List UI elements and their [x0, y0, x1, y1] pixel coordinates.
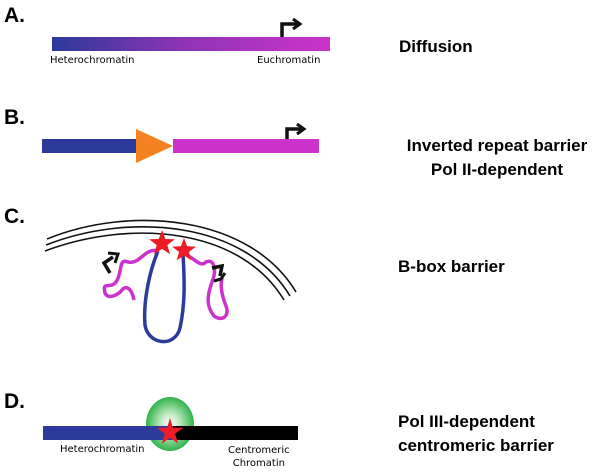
panel-b-caption: Inverted repeat barrier Pol II-dependent	[392, 134, 602, 182]
heterochromatin-loop	[142, 250, 186, 344]
panel-d-caption-line1: Pol III-dependent	[398, 412, 535, 431]
star-icon	[156, 418, 184, 444]
panel-b-heterochromatin-bar	[42, 139, 138, 153]
promoter-arrow-icon	[285, 122, 307, 139]
barrier-triangle-icon	[136, 129, 173, 163]
euchromatin-left-strand	[102, 248, 159, 301]
panel-label-d: D.	[4, 390, 25, 413]
panel-label-a: A.	[4, 4, 25, 27]
panel-a-euchromatin-label: Euchromatin	[257, 55, 321, 66]
promoter-arrow-icon	[211, 263, 227, 283]
panel-d-centromeric-bar	[173, 426, 298, 440]
panel-d-heterochromatin-label: Heterochromatin	[60, 444, 145, 455]
star-icon	[149, 230, 175, 255]
panel-d-centromeric-label-line2: Chromatin	[232, 458, 285, 469]
panel-d-centromeric-label-line1: Centromeric	[228, 445, 290, 456]
panel-b-caption-line1: Inverted repeat barrier	[406, 136, 588, 155]
panel-d-caption-line2: centromeric barrier	[398, 436, 554, 455]
panel-d-centromeric-label: Centromeric Chromatin	[228, 444, 290, 470]
panel-d-heterochromatin-bar	[43, 426, 173, 440]
star-icon	[172, 238, 196, 261]
promoter-arrow-icon	[101, 251, 121, 274]
nuclear-envelope	[44, 219, 297, 301]
panel-c-caption: B-box barrier	[398, 257, 505, 276]
panel-a-heterochromatin-label: Heterochromatin	[50, 55, 135, 66]
promoter-arrow-icon	[280, 17, 303, 37]
panel-d-caption: Pol III-dependent centromeric barrier	[398, 410, 598, 458]
euchromatin-right-strand	[182, 251, 229, 321]
panel-a-chromatin-bar	[52, 37, 330, 51]
panel-a-caption: Diffusion	[399, 37, 473, 56]
panel-label-b: B.	[4, 106, 25, 129]
panel-b-euchromatin-bar	[173, 139, 319, 153]
panel-label-c: C.	[4, 205, 25, 228]
panel-b-caption-line2: Pol II-dependent	[430, 160, 564, 179]
